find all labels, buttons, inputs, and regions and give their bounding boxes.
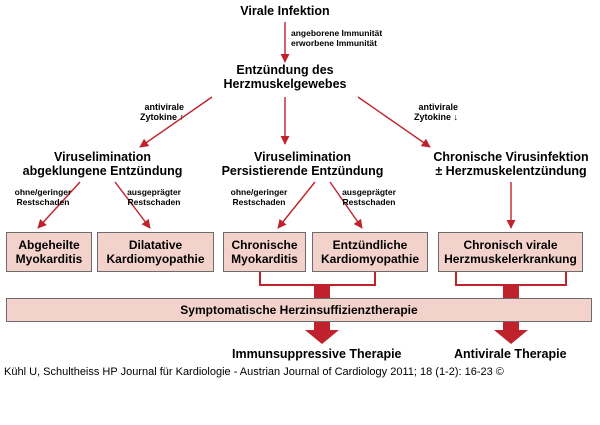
branch-mid-line-1: Viruselimination xyxy=(253,150,351,164)
note-high-left: ausgeprägter Restschaden xyxy=(125,187,183,208)
note-low-left: ohne/geringer Restschaden xyxy=(12,187,74,208)
arrow-mid-to-inflammatory xyxy=(329,181,363,229)
branch-left-line-1: Viruselimination xyxy=(53,150,151,164)
immunity-labels: angeborene Immunität erworbene Immunität xyxy=(291,28,383,49)
inflammation-line-1: Entzündung des xyxy=(236,63,334,77)
node-viral-infection: Virale Infektion xyxy=(240,4,330,18)
symptomatic-therapy-bar: Symptomatische Herzinsuffizienztherapie xyxy=(6,298,592,322)
note-low-left-line-1: ohne/geringer xyxy=(14,187,72,197)
box-healed-line-1: Abgeheilte xyxy=(18,237,80,252)
inflammation-line-2: Herzmuskelgewebes xyxy=(223,77,347,92)
box-viral-line-1: Chronisch virale xyxy=(463,237,558,252)
note-high-mid-line-2: Restschaden xyxy=(342,196,396,207)
arrow-left-to-healed xyxy=(37,181,81,229)
cytokine-up-line-1: antivirale xyxy=(144,102,184,112)
arrow-bar-antiviral xyxy=(503,285,519,298)
arrow-left-to-dilated xyxy=(114,181,151,229)
branch-right-line-2: ± Herzmuskelentzündung xyxy=(435,164,587,179)
box-dilated-cardiomyopathy: Dilatative Kardiomyopathie xyxy=(97,232,214,272)
branch-left-line-2: abgeklungene Entzündung xyxy=(22,164,183,179)
immunity-innate: angeborene Immunität xyxy=(291,28,383,38)
node-inflammation: Entzündung des Herzmuskelgewebes xyxy=(180,63,390,92)
arrow-down-immuno xyxy=(305,322,339,344)
arrow-down-antiviral xyxy=(494,322,528,344)
note-high-mid-line-1: ausgeprägter xyxy=(342,187,396,197)
cytokine-down-line-2: Zytokine ↓ xyxy=(413,112,458,123)
node-branch-right: Chronische Virusinfektion ± Herzmuskelen… xyxy=(418,150,600,179)
arrow-to-right-branch xyxy=(357,96,431,148)
cytokine-up-label: antivirale Zytokine ↑ xyxy=(126,102,184,123)
arrow-mid-to-chronic xyxy=(277,181,316,229)
node-branch-left: Viruselimination abgeklungene Entzündung xyxy=(5,150,200,179)
note-high-left-line-2: Restschaden xyxy=(127,196,181,207)
box-healed-myocarditis: Abgeheilte Myokarditis xyxy=(6,232,92,272)
box-inflammatory-line-1: Entzündliche xyxy=(332,237,408,252)
branch-mid-line-2: Persistierende Entzündung xyxy=(221,164,384,179)
box-viral-line-2: Herzmuskelerkrankung xyxy=(444,252,577,266)
box-inflammatory-cardiomyopathy: Entzündliche Kardiomyopathie xyxy=(312,232,428,272)
branch-right-line-1: Chronische Virusinfektion xyxy=(433,150,589,164)
box-healed-line-2: Myokarditis xyxy=(15,252,83,266)
box-chronic-line-1: Chronische xyxy=(231,237,298,252)
therapy-immunosuppressive: Immunsuppressive Therapie xyxy=(232,347,402,361)
arrow-bar-immuno xyxy=(314,285,330,298)
note-high-mid: ausgeprägter Restschaden xyxy=(340,187,398,208)
arrow-to-left-branch xyxy=(139,96,213,148)
note-low-mid-line-1: ohne/geringer xyxy=(230,187,288,197)
box-dilated-line-2: Kardiomyopathie xyxy=(106,252,205,266)
box-chronic-viral-disease: Chronisch virale Herzmuskelerkrankung xyxy=(438,232,583,272)
box-chronic-line-2: Myokarditis xyxy=(231,252,298,266)
box-inflammatory-line-2: Kardiomyopathie xyxy=(320,252,419,266)
note-low-mid: ohne/geringer Restschaden xyxy=(228,187,290,208)
node-branch-mid: Viruselimination Persistierende Entzündu… xyxy=(215,150,390,179)
note-low-mid-line-2: Restschaden xyxy=(232,196,286,207)
cytokine-down-label: antivirale Zytokine ↓ xyxy=(388,102,458,123)
bracket-antiviral xyxy=(455,272,567,286)
cytokine-down-line-1: antivirale xyxy=(418,102,458,112)
box-dilated-line-1: Dilatative xyxy=(128,237,183,252)
immunity-acquired: erworbene Immunität xyxy=(291,37,377,48)
note-high-left-line-1: ausgeprägter xyxy=(127,187,181,197)
cytokine-up-line-2: Zytokine ↑ xyxy=(139,112,184,123)
citation: Kühl U, Schultheiss HP Journal für Kardi… xyxy=(4,366,504,378)
therapy-antiviral: Antivirale Therapie xyxy=(454,347,567,361)
box-chronic-myocarditis: Chronische Myokarditis xyxy=(223,232,306,272)
note-low-left-line-2: Restschaden xyxy=(16,196,70,207)
bracket-immuno xyxy=(259,272,376,286)
